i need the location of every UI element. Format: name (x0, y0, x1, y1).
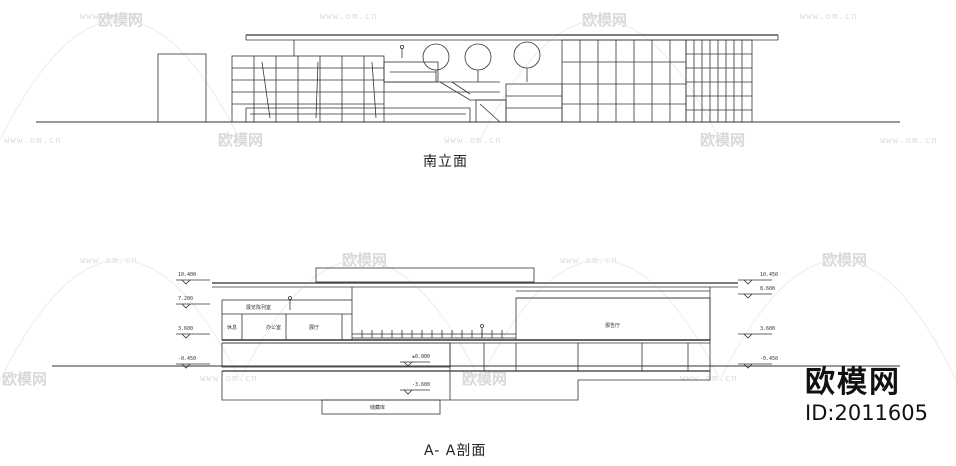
basement-pit (321, 399, 441, 415)
ramp-base (245, 107, 471, 123)
south-elevation-title: 南立面 (423, 154, 468, 170)
watermark-logo: 欧模网 (218, 131, 264, 149)
watermark-url: www.om.cn (320, 12, 378, 22)
person-figure-icon (288, 296, 292, 310)
level-label: 3.600 (760, 326, 776, 332)
glass-hall-left (231, 55, 385, 123)
watermark-logo: 欧模网 (462, 370, 508, 388)
watermark-logo: 欧模网 (2, 370, 48, 388)
right-facade-grid (686, 40, 752, 122)
level-label: -0.450 (178, 356, 197, 362)
room-label: 储藏库 (370, 405, 386, 411)
watermark-url: www.om.cn (444, 136, 502, 146)
level-label: -3.600 (412, 382, 431, 388)
level-markers-right (738, 279, 772, 369)
room-label: 展厅 (309, 325, 320, 331)
tree-icon (422, 43, 450, 82)
right-facade (685, 39, 753, 123)
ramp-railing (361, 330, 503, 338)
room-label: 办公室 (266, 325, 282, 331)
watermark-logo: 欧模网 (700, 131, 746, 149)
person-figure-icon (480, 324, 484, 338)
watermark-url: www.om.cn (4, 136, 62, 146)
south-elevation (36, 34, 900, 123)
brand-block: 欧模网 ID:2011605 (805, 366, 928, 426)
watermark-url: www.om.cn (680, 374, 738, 384)
room-label: 展览陈列室 (246, 305, 272, 311)
person-figure-icon (399, 45, 404, 58)
glass-mullions-right (562, 40, 686, 122)
watermark-url: www.om.cn (800, 12, 858, 22)
watermark-url: www.om.cn (880, 136, 938, 146)
level-label: 3.600 (178, 326, 194, 332)
middle-pavilion (505, 83, 563, 123)
basement-outline (221, 371, 711, 401)
brand-name: 欧模网 (805, 365, 902, 400)
watermark-url: www.om.cn (200, 374, 258, 384)
brand-id: ID:2011605 (805, 401, 928, 425)
level-label: 8.600 (760, 286, 776, 292)
level-label: -0.450 (760, 356, 779, 362)
level-markers-left (176, 279, 210, 369)
glass-hall-right (561, 39, 687, 123)
exhibition-hall-right (515, 297, 711, 341)
upper-floor-left (221, 299, 353, 341)
glass-mullions-left (232, 56, 384, 122)
left-block (157, 53, 207, 123)
tree-icon (513, 41, 541, 82)
level-label: 7.200 (178, 296, 194, 302)
level-label: 10.450 (760, 272, 779, 278)
tree-icon (464, 43, 492, 82)
room-label: 休息 (227, 325, 238, 331)
level-label: 10.400 (178, 272, 197, 278)
watermark-url: www.om.cn (80, 12, 138, 22)
section-title: A- A剖面 (424, 443, 487, 459)
level-label: ±0.000 (412, 354, 431, 360)
section-roof-cap (315, 267, 535, 283)
section-a-a (52, 267, 900, 415)
level-markers-interior (400, 361, 430, 395)
room-label: 报告厅 (605, 323, 621, 329)
